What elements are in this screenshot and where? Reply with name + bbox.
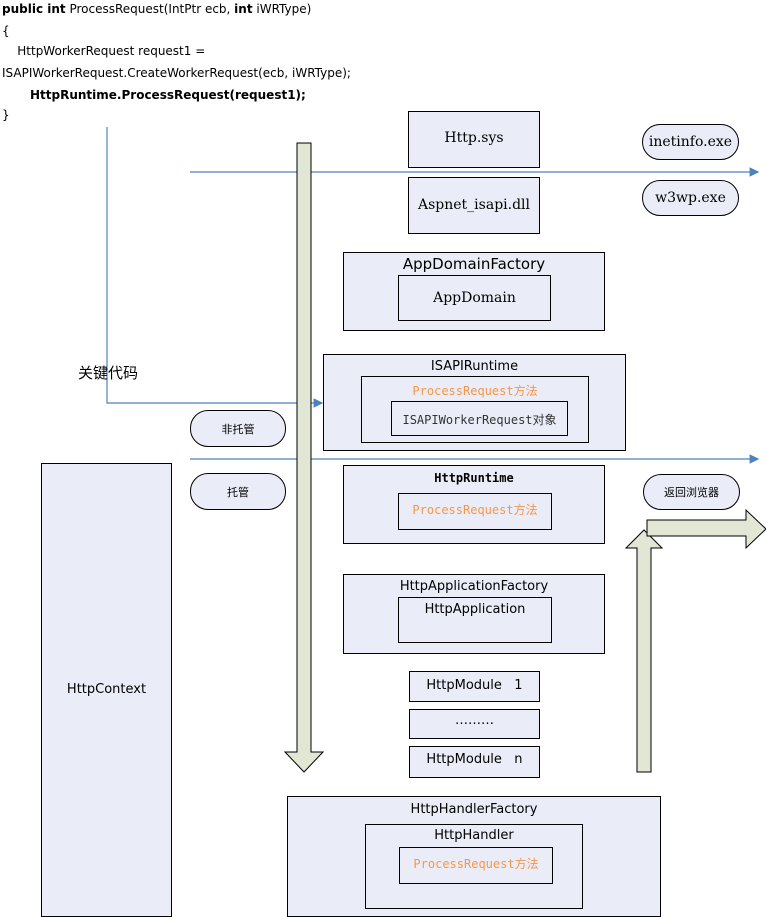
code-line-2: { — [2, 24, 10, 38]
handler-process-request-label: ProcessRequest方法 — [413, 857, 539, 871]
unmanaged-pill: 非托管 — [190, 410, 286, 447]
http-module-dots-label: ……… — [455, 713, 494, 728]
app-domain-box: AppDomain — [398, 275, 551, 321]
isapi-runtime-box: ISAPIRuntime ProcessRequest方法 ISAPIWorke… — [323, 354, 626, 451]
code-text: iWRType) — [252, 2, 312, 16]
http-handler-box: HttpHandler ProcessRequest方法 — [365, 824, 583, 909]
isapi-worker-request-box: ISAPIWorkerRequest对象 — [391, 401, 568, 436]
app-domain-label: AppDomain — [433, 290, 516, 306]
http-handler-label: HttpHandler — [434, 828, 514, 843]
http-module-n-box: HttpModule n — [409, 746, 540, 778]
http-context-label: HttpContext — [66, 682, 147, 697]
http-module-dots-box: ……… — [409, 709, 540, 739]
http-runtime-box: HttpRuntime ProcessRequest方法 — [343, 465, 605, 544]
isapi-runtime-label: ISAPIRuntime — [430, 359, 519, 374]
keyword: public int — [2, 2, 66, 16]
http-module-1-box: HttpModule 1 — [409, 671, 540, 702]
isapi-process-request-box: ProcessRequest方法 ISAPIWorkerRequest对象 — [361, 376, 589, 443]
http-runtime-process-request-box: ProcessRequest方法 — [398, 493, 552, 530]
key-code-label: 关键代码 — [78, 364, 139, 382]
http-context-box: HttpContext — [41, 463, 172, 917]
code-line-5: HttpRuntime.ProcessRequest(request1); — [30, 88, 306, 102]
inetinfo-pill: inetinfo.exe — [642, 124, 739, 160]
http-application-factory-box: HttpApplicationFactory HttpApplication — [343, 574, 605, 654]
code-line-4: ISAPIWorkerRequest.CreateWorkerRequest(e… — [2, 66, 351, 80]
managed-pill: 托管 — [190, 473, 286, 510]
http-sys-label: Http.sys — [444, 130, 504, 146]
aspnet-isapi-box: Aspnet_isapi.dll — [408, 177, 540, 234]
http-runtime-process-request-label: ProcessRequest方法 — [412, 503, 538, 517]
http-module-1-label: HttpModule 1 — [426, 678, 523, 693]
code-line-3: HttpWorkerRequest request1 = — [2, 44, 206, 58]
w3wp-pill: w3wp.exe — [642, 180, 739, 216]
return-flow-right-arrow — [646, 508, 766, 550]
http-handler-factory-label: HttpHandlerFactory — [410, 802, 538, 817]
handler-process-request-box: ProcessRequest方法 — [399, 847, 553, 884]
http-module-n-label: HttpModule n — [426, 752, 523, 767]
isapi-process-request-label: ProcessRequest方法 — [412, 384, 538, 398]
return-flow-up-arrow — [624, 529, 664, 773]
http-application-factory-label: HttpApplicationFactory — [399, 579, 549, 594]
key-code-pointer — [106, 127, 324, 408]
isapi-worker-request-label: ISAPIWorkerRequest对象 — [402, 413, 557, 427]
return-browser-pill: 返回浏览器 — [643, 474, 740, 510]
http-application-label: HttpApplication — [424, 602, 526, 617]
http-handler-factory-box: HttpHandlerFactory HttpHandler ProcessRe… — [287, 796, 661, 917]
aspnet-isapi-label: Aspnet_isapi.dll — [418, 197, 530, 213]
http-runtime-label: HttpRuntime — [434, 471, 514, 485]
code-text: ProcessRequest(IntPtr ecb, — [65, 2, 235, 16]
request-flow-down-arrow — [283, 142, 325, 773]
keyword: int — [234, 2, 253, 16]
app-domain-factory-box: AppDomainFactory AppDomain — [343, 252, 605, 331]
app-domain-factory-label: AppDomainFactory — [402, 255, 546, 273]
code-line-1: public int ProcessRequest(IntPtr ecb, in… — [2, 2, 311, 16]
http-sys-box: Http.sys — [408, 111, 540, 168]
http-application-box: HttpApplication — [398, 597, 552, 643]
code-line-6: } — [2, 108, 10, 122]
